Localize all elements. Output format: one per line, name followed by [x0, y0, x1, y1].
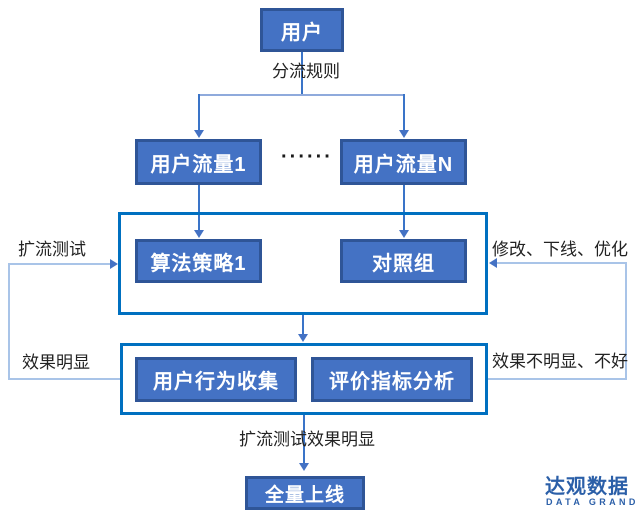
- loop-left-top-line: [8, 263, 112, 265]
- datagrand-logo-cn: 达观数据: [545, 476, 629, 498]
- analysis-container: [120, 343, 488, 415]
- connector-flowN-down: [403, 185, 405, 231]
- node-algorithm-strategy-1: 算法策略1: [135, 239, 262, 283]
- node-behavior-collection: 用户行为收集: [135, 357, 297, 402]
- edge-label-expand-test-effect: 扩流测试效果明显: [239, 430, 375, 449]
- connector-branch-left: [198, 94, 200, 131]
- experiment-group-container: [118, 212, 488, 315]
- ellipsis-dots: ······: [281, 146, 333, 168]
- connector-experiment-to-analysis: [302, 315, 304, 336]
- edge-label-expand-test: 扩流测试: [18, 240, 86, 259]
- edge-label-modify-offline-optimize: 修改、下线、优化: [492, 240, 628, 259]
- loop-right-bottom-line: [488, 378, 627, 380]
- datagrand-logo-en: DATA GRAND: [546, 497, 639, 507]
- edge-label-effect-not-obvious: 效果不明显、不好: [492, 352, 628, 371]
- arrowhead-to-analysis: [298, 334, 308, 342]
- node-control-group: 对照组: [340, 239, 467, 283]
- node-full-launch: 全量上线: [245, 476, 365, 510]
- loop-left-bottom-line: [8, 378, 120, 380]
- arrowhead-left-loop: [110, 259, 118, 269]
- arrowhead-to-control: [399, 230, 409, 238]
- arrowhead-right-loop: [489, 258, 497, 268]
- node-user-flow-1: 用户流量1: [135, 139, 262, 185]
- connector-flow1-down: [198, 185, 200, 231]
- edge-label-effect-obvious: 效果明显: [22, 353, 90, 372]
- arrowhead-to-algorithm: [194, 230, 204, 238]
- node-user: 用户: [260, 8, 344, 52]
- connector-analysis-to-launch: [303, 415, 305, 464]
- arrowhead-to-flow1: [194, 130, 204, 138]
- loop-left-vertical-line: [8, 263, 10, 379]
- arrowhead-to-launch: [299, 463, 309, 471]
- connector-branch-right: [403, 94, 405, 131]
- arrowhead-to-flowN: [399, 130, 409, 138]
- connector-branch-horizontal: [198, 94, 405, 96]
- node-metric-analysis: 评价指标分析: [311, 357, 473, 402]
- loop-right-vertical-line: [625, 262, 627, 379]
- node-user-flow-n: 用户流量N: [340, 139, 467, 185]
- loop-right-top-line: [497, 262, 627, 264]
- connector-user-down: [301, 52, 303, 94]
- edge-label-split-rule: 分流规则: [272, 62, 340, 81]
